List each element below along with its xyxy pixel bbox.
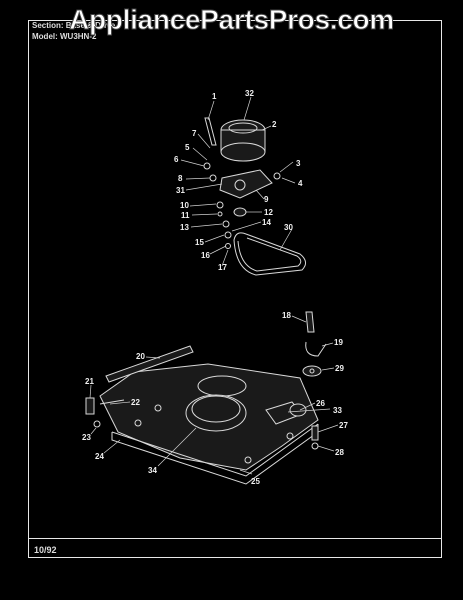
callout-15: 15 bbox=[195, 238, 204, 247]
diagram-header: Section: Base & Drive Model: WU3HN-2 bbox=[32, 20, 115, 42]
callout-2: 2 bbox=[272, 120, 277, 129]
callout-22: 22 bbox=[131, 398, 140, 407]
callout-19: 19 bbox=[334, 338, 343, 347]
diagram-frame bbox=[28, 20, 442, 558]
callout-26: 26 bbox=[316, 399, 325, 408]
callout-34: 34 bbox=[148, 466, 157, 475]
callout-28: 28 bbox=[335, 448, 344, 457]
callout-4: 4 bbox=[298, 179, 303, 188]
callout-17: 17 bbox=[218, 263, 227, 272]
callout-20: 20 bbox=[136, 352, 145, 361]
leader-lines bbox=[89, 96, 339, 475]
callout-31: 31 bbox=[176, 186, 185, 195]
callout-13: 13 bbox=[180, 223, 189, 232]
base-assembly bbox=[85, 345, 319, 485]
callout-25: 25 bbox=[251, 477, 260, 486]
footer-date: 10/92 bbox=[34, 545, 57, 555]
callout-21: 21 bbox=[85, 377, 94, 386]
callout-24: 24 bbox=[95, 452, 104, 461]
callout-8: 8 bbox=[178, 174, 183, 183]
section-title: Section: Base & Drive bbox=[32, 21, 116, 30]
callout-23: 23 bbox=[82, 433, 91, 442]
callout-labels: 1 2 3 4 5 6 7 8 9 10 11 12 13 14 15 16 1… bbox=[82, 89, 348, 486]
callout-30: 30 bbox=[284, 223, 293, 232]
switch-bracket bbox=[302, 311, 327, 377]
callout-33: 33 bbox=[333, 406, 342, 415]
callout-16: 16 bbox=[201, 251, 210, 260]
callout-12: 12 bbox=[264, 208, 273, 217]
callout-1: 1 bbox=[212, 92, 217, 101]
callout-14: 14 bbox=[262, 218, 271, 227]
watermark-logo: AppliancePartsPros.com bbox=[69, 4, 395, 36]
footer-divider bbox=[28, 538, 442, 539]
model-number: Model: WU3HN-2 bbox=[32, 32, 97, 41]
callout-18: 18 bbox=[282, 311, 291, 320]
motor-assembly bbox=[203, 117, 306, 276]
callout-11: 11 bbox=[181, 211, 190, 220]
callout-7: 7 bbox=[192, 129, 197, 138]
callout-27: 27 bbox=[339, 421, 348, 430]
callout-29: 29 bbox=[335, 364, 344, 373]
callout-9: 9 bbox=[264, 195, 269, 204]
callout-10: 10 bbox=[180, 201, 189, 210]
callout-6: 6 bbox=[174, 155, 179, 164]
callout-5: 5 bbox=[185, 143, 190, 152]
callout-32: 32 bbox=[245, 89, 254, 98]
callout-3: 3 bbox=[296, 159, 301, 168]
